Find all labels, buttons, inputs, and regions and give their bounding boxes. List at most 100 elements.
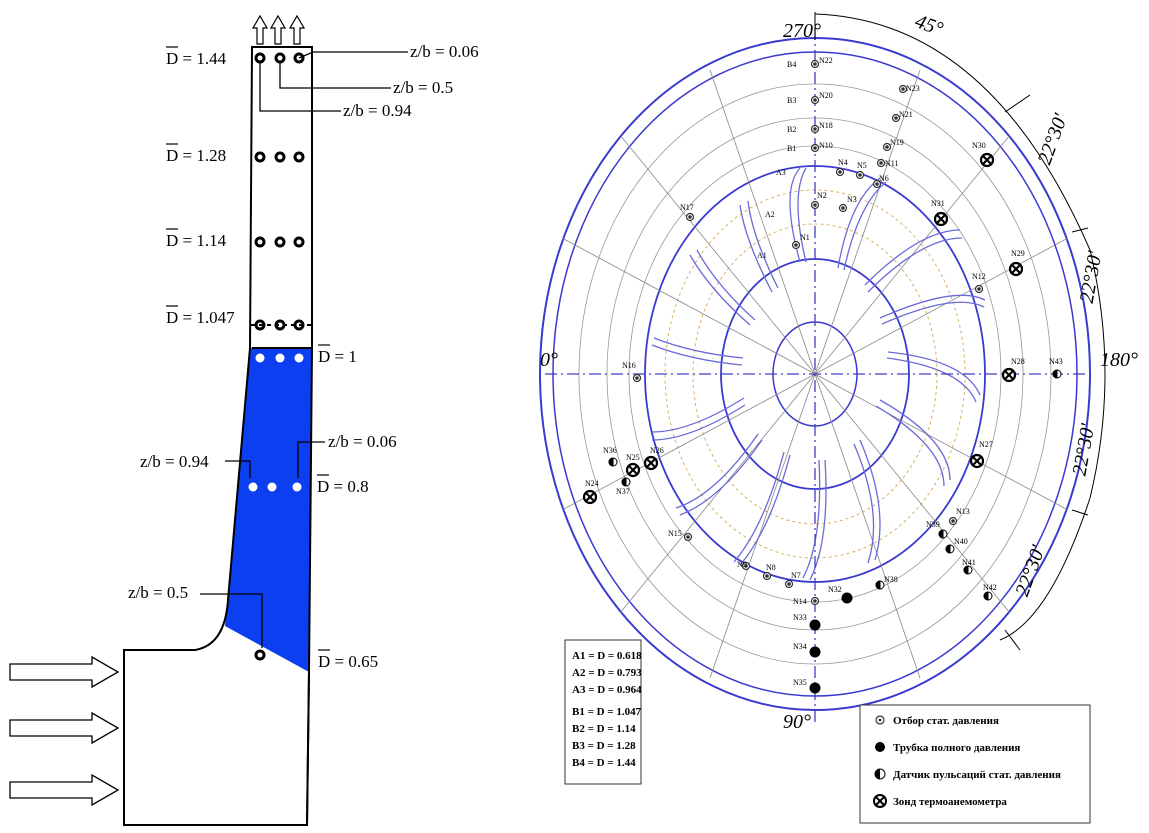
zb-label-0-06-top: z/b = 0.06 bbox=[410, 42, 479, 61]
label-b2: B2 bbox=[787, 125, 796, 134]
legend-static-pressure: Отбор стат. давления bbox=[893, 715, 999, 727]
legend-total-pressure: Трубка полного давления bbox=[893, 742, 1020, 754]
label-n14: N14 bbox=[793, 597, 807, 606]
label-n38: N38 bbox=[884, 575, 898, 584]
label-n39: N39 bbox=[926, 520, 940, 529]
channel-outer-curve bbox=[124, 672, 307, 825]
legend-total-pressure-icon bbox=[875, 742, 885, 752]
spec-b4: B4 = D = 1.44 bbox=[572, 757, 636, 769]
impeller-vanes bbox=[651, 167, 986, 581]
label-n7: N7 bbox=[791, 571, 801, 580]
label-n19: N19 bbox=[890, 138, 904, 147]
label-n17: N17 bbox=[680, 203, 694, 212]
label-n3: N3 bbox=[847, 195, 857, 204]
angle-22-30-b: 22°30' bbox=[1076, 249, 1107, 305]
thermoanemometer-probes bbox=[582, 152, 1024, 505]
spec-b2: B2 = D = 1.14 bbox=[572, 723, 636, 735]
d-label-1-44: D = 1.44 bbox=[166, 49, 227, 68]
label-n25: N25 bbox=[626, 453, 640, 462]
legend-pulsation-icon bbox=[874, 768, 886, 780]
label-n13: N13 bbox=[956, 507, 970, 516]
angle-22-30-a: 22°30' bbox=[1034, 110, 1073, 167]
label-n15: N15 bbox=[668, 529, 682, 538]
label-a2: A2 bbox=[765, 210, 775, 219]
label-b3: B3 bbox=[787, 96, 796, 105]
d-label-1-28: D = 1.28 bbox=[166, 146, 226, 165]
spec-a1: A1 = D = 0.618 bbox=[572, 650, 642, 662]
label-n1: N1 bbox=[800, 233, 810, 242]
label-n36: N36 bbox=[603, 446, 617, 455]
label-n29: N29 bbox=[1011, 249, 1025, 258]
total-pressure-points bbox=[809, 592, 853, 694]
label-n43: N43 bbox=[1049, 357, 1063, 366]
d-label-1: D = 1 bbox=[318, 347, 357, 366]
leader-lines bbox=[200, 51, 408, 648]
d-labels: D = 1.44 D = 1.28 D = 1.14 D = 1.047 D =… bbox=[166, 46, 378, 671]
label-n6: N6 bbox=[879, 174, 889, 183]
label-a1: A1 bbox=[757, 251, 767, 260]
label-n31: N31 bbox=[931, 199, 945, 208]
zb-labels: z/b = 0.06 z/b = 0.5 z/b = 0.94 z/b = 0.… bbox=[128, 42, 479, 602]
d-label-0-8: D = 0.8 bbox=[317, 477, 369, 496]
zb-label-0-06-mid: z/b = 0.06 bbox=[328, 432, 397, 451]
label-n41: N41 bbox=[962, 558, 976, 567]
label-n2: N2 bbox=[817, 191, 827, 200]
label-n26: N26 bbox=[650, 446, 664, 455]
label-n24: N24 bbox=[585, 479, 599, 488]
angle-90: 90° bbox=[783, 711, 811, 733]
zb-label-0-5-bottom: z/b = 0.5 bbox=[128, 583, 188, 602]
angle-180: 180° bbox=[1100, 349, 1138, 371]
label-n18: N18 bbox=[819, 121, 833, 130]
spec-a2: A2 = D = 0.793 bbox=[572, 667, 642, 679]
label-n9: N9 bbox=[737, 560, 747, 569]
label-a3: A3 bbox=[776, 168, 786, 177]
label-n37: N37 bbox=[616, 487, 630, 496]
spec-b1: B1 = D = 1.047 bbox=[572, 706, 642, 718]
inlet-arrows bbox=[9, 655, 120, 807]
pulsation-sensor-points bbox=[608, 369, 1062, 601]
legend-probe-icon bbox=[873, 794, 887, 808]
angle-45: 45° bbox=[912, 10, 946, 40]
angle-22-30-d: 22°30' bbox=[1011, 542, 1050, 599]
label-b1: B1 bbox=[787, 144, 796, 153]
legend-thermoanemometer: Зонд термоанемометра bbox=[893, 796, 1007, 808]
legend-static-pressure-icon bbox=[875, 715, 885, 725]
spec-a3: A3 = D = 0.964 bbox=[572, 684, 642, 696]
label-n22: N22 bbox=[819, 56, 833, 65]
label-n4: N4 bbox=[838, 158, 848, 167]
label-n28: N28 bbox=[1011, 357, 1025, 366]
zb-label-0-5-top: z/b = 0.5 bbox=[393, 78, 453, 97]
d-label-0-65: D = 0.65 bbox=[318, 652, 378, 671]
outlet-arrows bbox=[251, 14, 306, 45]
zb-label-0-94-top: z/b = 0.94 bbox=[343, 101, 412, 120]
label-n27: N27 bbox=[979, 440, 993, 449]
label-n34: N34 bbox=[793, 642, 807, 651]
label-n10: N10 bbox=[819, 141, 833, 150]
impeller-diagram: 270° 45° 22°30' 22°30' 180° 22°30' 22°30… bbox=[539, 10, 1138, 824]
measurement-points-outlet bbox=[254, 52, 305, 661]
label-n21: N21 bbox=[899, 110, 913, 119]
label-n42: N42 bbox=[983, 583, 997, 592]
label-n5: N5 bbox=[857, 161, 867, 170]
channel-diagram: D = 1.44 D = 1.28 D = 1.14 D = 1.047 D =… bbox=[9, 14, 479, 826]
label-b4: B4 bbox=[787, 60, 796, 69]
measurement-points-channel bbox=[248, 353, 304, 492]
d-label-1-14: D = 1.14 bbox=[166, 231, 227, 250]
label-n30: N30 bbox=[972, 141, 986, 150]
label-n33: N33 bbox=[793, 613, 807, 622]
label-n40: N40 bbox=[954, 537, 968, 546]
channel-blue-region bbox=[225, 348, 312, 672]
radial-grid bbox=[561, 69, 1069, 679]
label-n16: N16 bbox=[622, 361, 636, 370]
label-n32: N32 bbox=[828, 585, 842, 594]
label-n35: N35 bbox=[793, 678, 807, 687]
d-label-1-047: D = 1.047 bbox=[166, 308, 235, 327]
legend-pulsation-sensor: Датчик пульсаций стат. давления bbox=[893, 769, 1061, 781]
point-labels: B4 N22 B3 N20 B2 N18 B1 N10 N23 N21 N19 … bbox=[585, 56, 1063, 687]
angle-0: 0° bbox=[540, 349, 558, 371]
label-n23: N23 bbox=[906, 84, 920, 93]
static-pressure-points bbox=[632, 59, 984, 606]
spec-box: A1 = D = 0.618 A2 = D = 0.793 A3 = D = 0… bbox=[564, 639, 642, 785]
angle-270: 270° bbox=[783, 20, 821, 42]
